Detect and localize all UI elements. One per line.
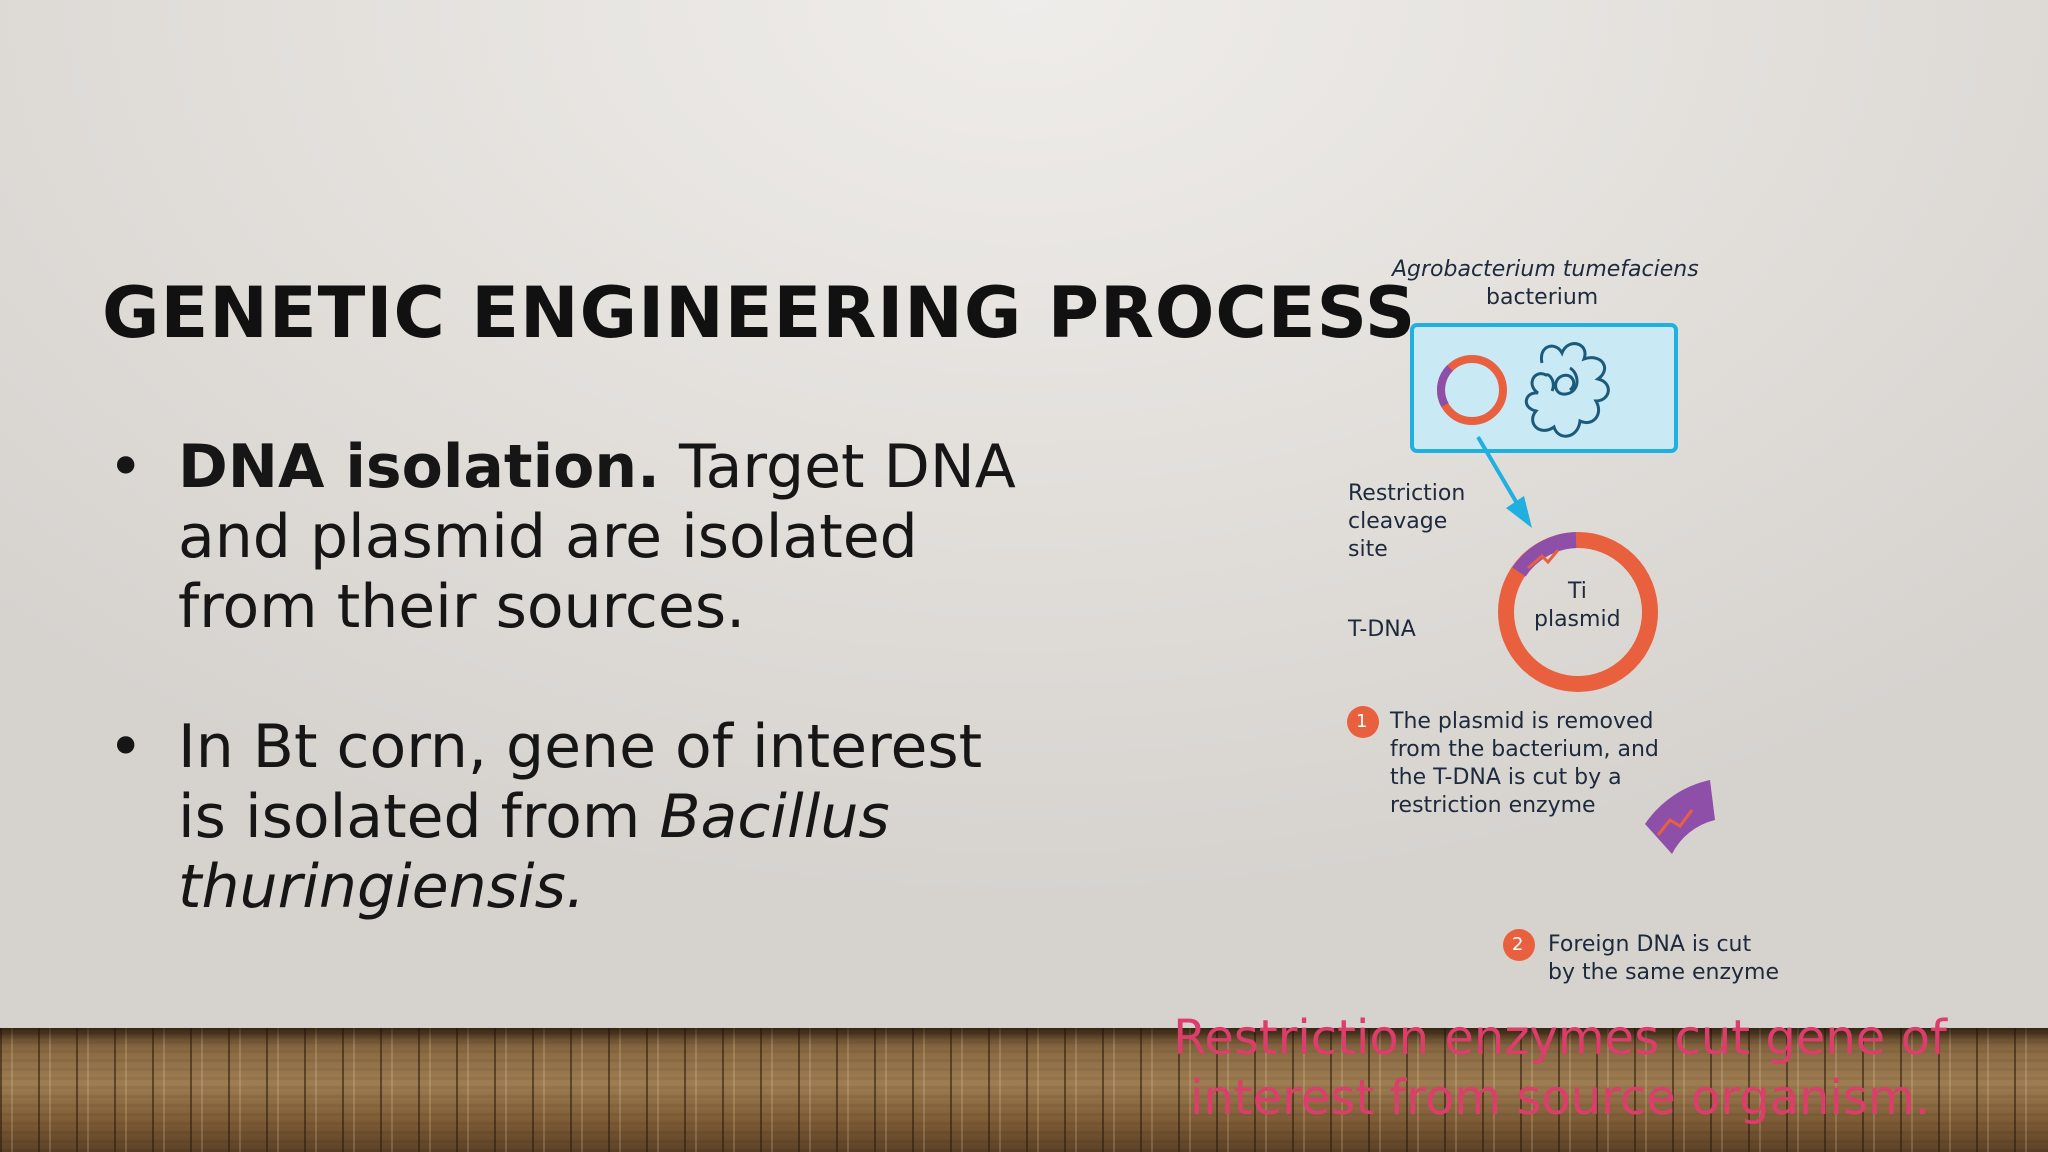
extraction-arrow-line [1476, 435, 1520, 507]
organism-name: Agrobacterium tumefaciens [1392, 257, 1699, 282]
caption-line2: interest from source organism. [1190, 1070, 1930, 1126]
step1-line3: the T-DNA is cut by a [1390, 765, 1622, 790]
tdna-segment [1512, 532, 1577, 577]
cleavage-site-mark [1527, 549, 1560, 570]
restriction-label-line1: Restriction [1348, 481, 1466, 506]
chromosome-dna [1524, 342, 1610, 438]
bullet-text-rest: and plasmid are isolated from their sour… [178, 502, 918, 642]
restriction-label-line3: site [1348, 537, 1388, 562]
step1-badge [1347, 706, 1379, 738]
bullet-dna-isolation: • DNA isolation. Target DNA and plasmid … [108, 432, 1068, 642]
step1-line4: restriction enzyme [1390, 793, 1596, 818]
step2-line1: Foreign DNA is cut [1548, 932, 1752, 957]
foreign-dna-segment [1645, 780, 1715, 854]
diagram-graphics [1347, 323, 1715, 961]
bullet-text-line2: is isolated from [178, 782, 660, 852]
extraction-arrow-head [1506, 496, 1532, 528]
bullet-dot: • [108, 432, 144, 502]
bullet-dot: • [108, 712, 144, 782]
floor-shadow [0, 1028, 2048, 1042]
slide-title: GENETIC ENGINEERING PROCESS [102, 272, 1417, 354]
bullet-text-line1: In Bt corn, gene of interest [178, 712, 983, 782]
plasmid-label-plasmid: plasmid [1534, 607, 1621, 632]
step2-badge [1503, 929, 1535, 961]
organism-suffix: bacterium [1486, 285, 1599, 310]
bullet-bold-term: DNA isolation. [178, 432, 660, 502]
restriction-label-line2: cleavage [1348, 509, 1448, 534]
ti-plasmid-diagram: Agrobacterium tumefaciens bacterium Rest… [1320, 250, 1880, 1000]
step1-number: 1 [1356, 711, 1368, 732]
tdna-label: T-DNA [1348, 617, 1416, 642]
wood-floor [0, 1028, 2048, 1152]
step1-line2: from the bacterium, and [1390, 737, 1659, 762]
bullet-list: • DNA isolation. Target DNA and plasmid … [108, 432, 1068, 922]
bullet-text-line1: Target DNA [659, 432, 1016, 502]
ti-plasmid-ring [1498, 532, 1658, 692]
tdna-segment-small [1437, 365, 1454, 407]
step2-number: 2 [1512, 934, 1524, 955]
bullet-italic-species: Bacillus thuringiensis. [178, 782, 890, 922]
caption: Restriction enzymes cut gene of interest… [1160, 1008, 1960, 1128]
foreign-dna-cut-mark [1656, 809, 1694, 836]
step2-line2: by the same enzyme [1548, 960, 1779, 985]
plasmid-label-ti: Ti [1568, 579, 1587, 604]
caption-line1: Restriction enzymes cut gene of [1173, 1010, 1947, 1066]
bacterium-box [1410, 323, 1678, 453]
step1-line1: The plasmid is removed [1390, 709, 1654, 734]
bullet-bt-corn: • In Bt corn, gene of interest is isolat… [108, 712, 1068, 922]
